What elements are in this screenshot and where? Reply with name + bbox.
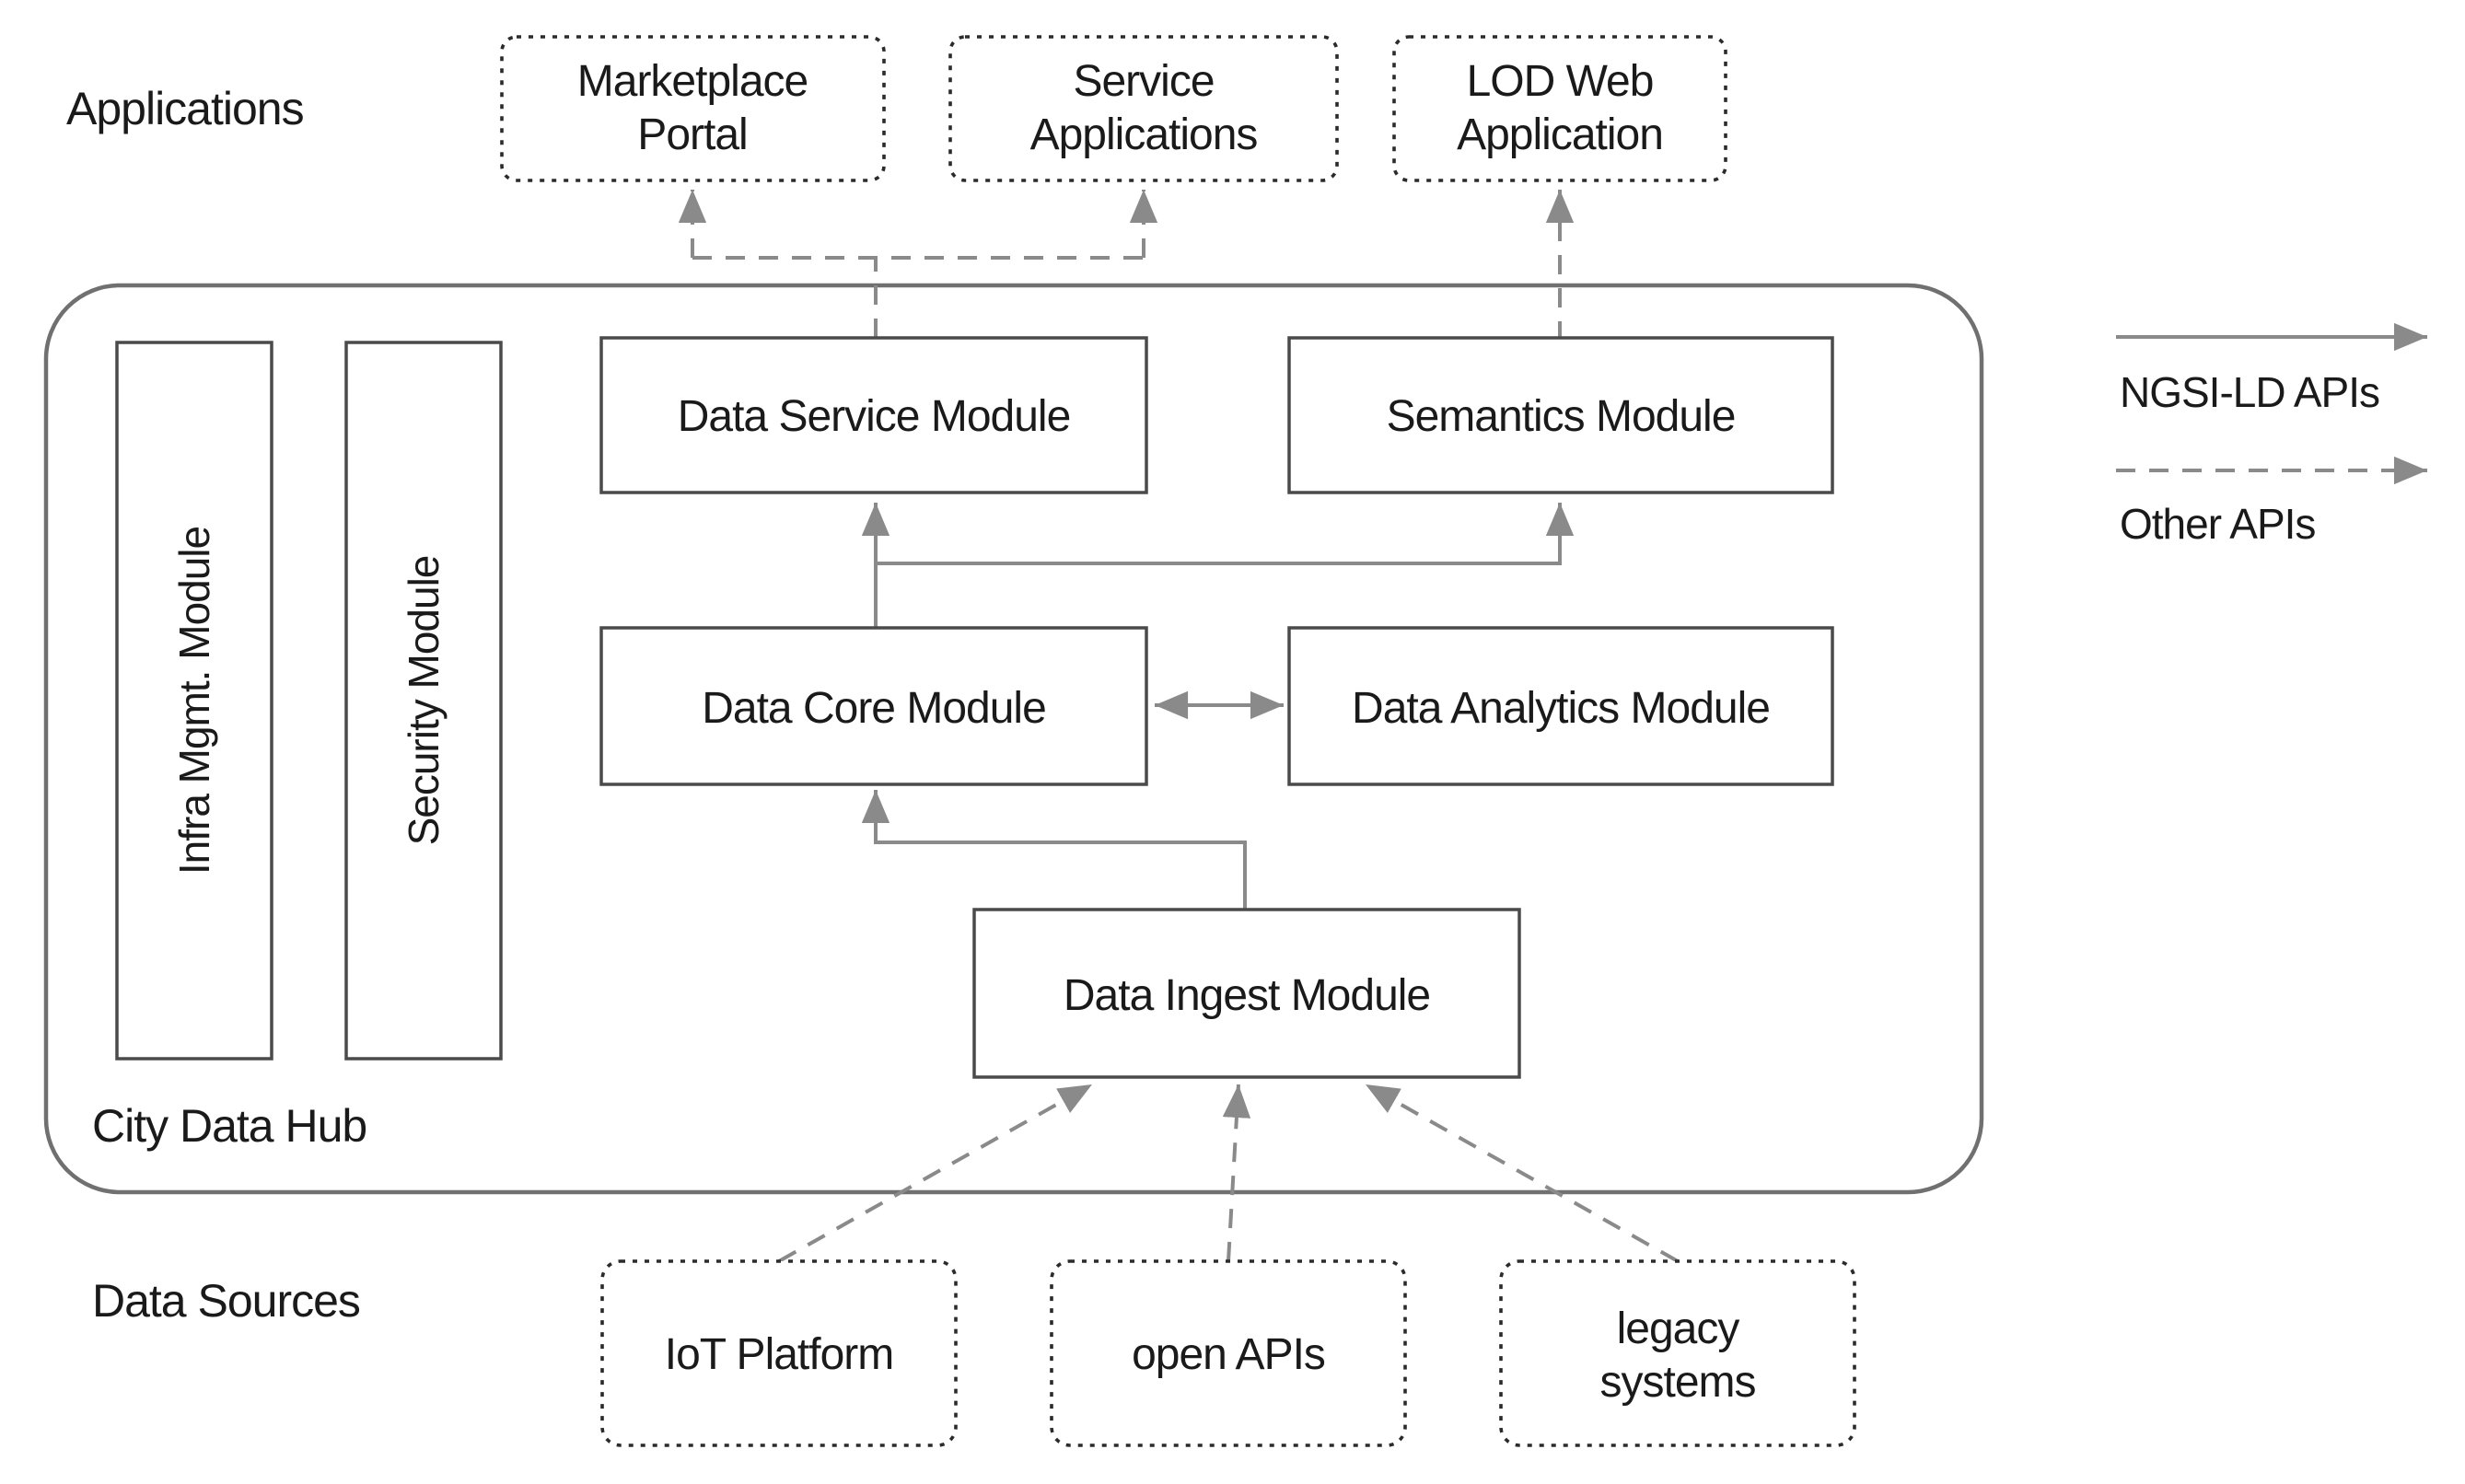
data-service-module-box <box>599 336 1148 494</box>
service-applications-label-line2: Applications <box>1030 110 1258 159</box>
marketplace-portal-label-line1: Marketplace <box>577 57 808 106</box>
legacy-systems-box <box>1499 1259 1856 1447</box>
data-sources-section-label: Data Sources <box>92 1275 360 1327</box>
lod-web-application-box <box>1392 35 1727 182</box>
data-core-module-label: Data Core Module <box>702 684 1046 733</box>
data-analytics-module-box <box>1287 626 1834 786</box>
legend-other-apis-label: Other APIs <box>2120 500 2315 548</box>
service-applications-label-line1: Service <box>1073 57 1214 106</box>
data-ingest-module-box <box>972 908 1521 1079</box>
arrow-data-ingest-to-data-core <box>861 790 1247 910</box>
infra-mgmt-module-label: Infra Mgmt. Module <box>170 527 218 875</box>
security-module-label: Security Module <box>400 556 448 846</box>
semantics-module-box <box>1287 336 1834 494</box>
data-ingest-module-label: Data Ingest Module <box>1064 971 1430 1020</box>
lod-web-application-label-line2: Application <box>1457 110 1663 159</box>
dashed-arrow-openapis-to-ingest <box>1222 1084 1251 1262</box>
data-analytics-module-label: Data Analytics Module <box>1352 684 1770 733</box>
semantics-module-label: Semantics Module <box>1387 392 1736 441</box>
open-apis-box <box>1050 1259 1407 1447</box>
dashed-arrow-legacy-to-ingest <box>1365 1083 1679 1263</box>
security-module-box <box>344 341 503 1061</box>
infra-mgmt-module-box <box>115 341 273 1061</box>
legacy-systems-label-line1: legacy <box>1617 1304 1740 1353</box>
service-applications-box <box>948 35 1339 182</box>
marketplace-portal-box <box>500 35 886 182</box>
applications-section-label: Applications <box>66 83 304 134</box>
data-core-module-box <box>599 626 1148 786</box>
iot-platform-box <box>600 1259 958 1447</box>
city-data-hub-label: City Data Hub <box>92 1100 366 1152</box>
iot-platform-label: IoT Platform <box>665 1330 894 1379</box>
lod-web-application-label-line1: LOD Web <box>1467 57 1654 106</box>
open-apis-label: open APIs <box>1132 1330 1325 1379</box>
arrow-branch-to-semantics <box>876 503 1575 565</box>
marketplace-portal-label-line2: Portal <box>637 110 747 159</box>
legacy-systems-label-line2: systems <box>1599 1358 1755 1407</box>
data-service-module-label: Data Service Module <box>678 392 1071 441</box>
legend-ngsi-ld-label: NGSI-LD APIs <box>2120 368 2379 416</box>
dashed-arrow-iot-to-ingest <box>778 1083 1093 1263</box>
